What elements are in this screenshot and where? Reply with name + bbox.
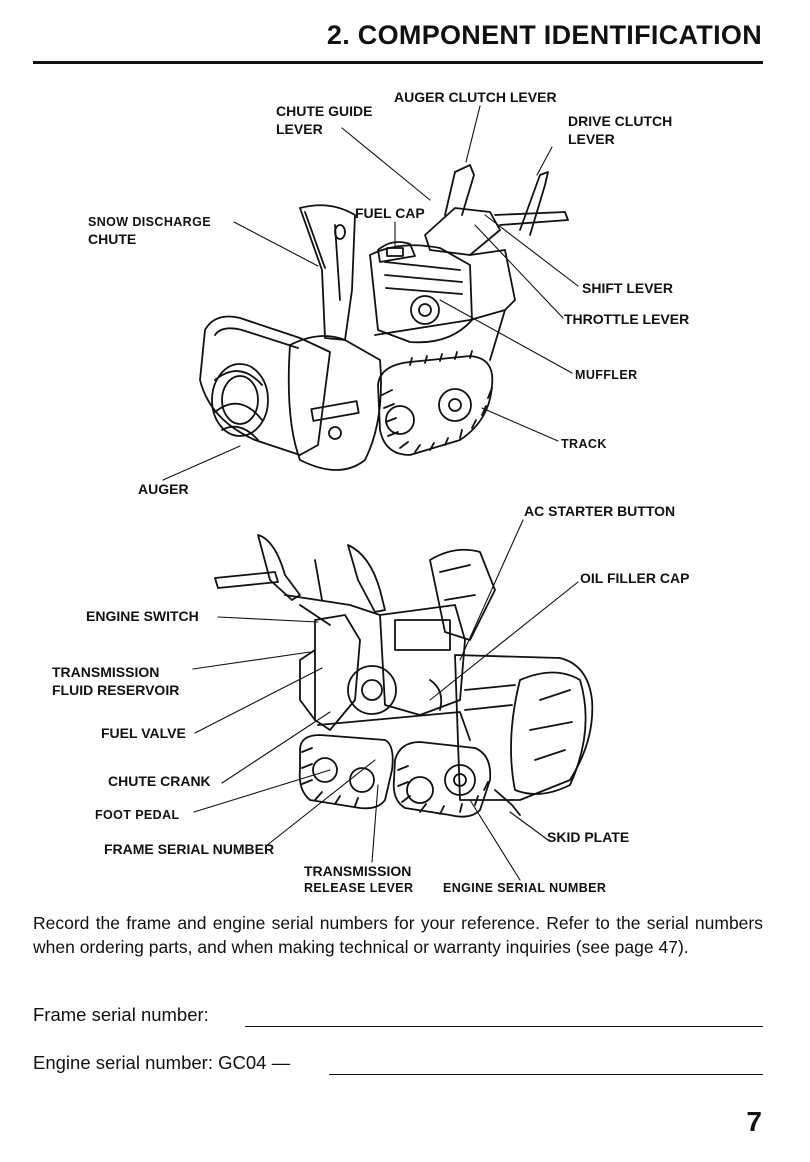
label-snow-discharge-chute-line1: SNOW DISCHARGE [88,215,211,229]
page-title: 2. COMPONENT IDENTIFICATION [326,20,762,50]
label-shift-lever: SHIFT LEVER [582,280,674,296]
label-fuel-valve: FUEL VALVE [101,725,186,741]
label-transmission-fluid-reservoir-line2: FLUID RESERVOIR [52,682,180,698]
label-engine-switch: ENGINE SWITCH [86,608,199,624]
label-transmission-release-lever-line1: TRANSMISSION [304,863,412,879]
label-snow-discharge-chute-line2: CHUTE [88,231,137,247]
label-ac-starter-button: AC STARTER BUTTON [524,503,676,519]
label-transmission-fluid-reservoir-line1: TRANSMISSION [52,664,160,680]
label-chute-crank: CHUTE CRANK [108,773,211,789]
label-chute-guide-lever-line1: CHUTE GUIDE [276,103,373,119]
title-rule [33,61,763,64]
engine-serial-label: Engine serial number: GC04 — [33,1052,291,1073]
snowblower-front-view-illustration [199,164,569,471]
label-fuel-cap: FUEL CAP [355,205,425,221]
label-drive-clutch-lever-line2: LEVER [568,131,615,147]
snowblower-rear-view-illustration [214,534,594,818]
label-throttle-lever: THROTTLE LEVER [564,311,690,327]
frame-serial-field: Frame serial number: [33,1004,763,1027]
label-muffler: MUFFLER [575,368,638,382]
frame-serial-blank-line[interactable] [245,1026,763,1027]
engine-serial-blank-line[interactable] [329,1074,763,1075]
label-frame-serial-number: FRAME SERIAL NUMBER [104,841,275,857]
label-engine-serial-number: ENGINE SERIAL NUMBER [443,881,607,895]
top-leader-lines [162,105,579,481]
label-track: TRACK [561,437,607,451]
bottom-leader-lines [192,519,579,881]
label-auger: AUGER [138,481,189,497]
label-chute-guide-lever-line2: LEVER [276,121,323,137]
label-drive-clutch-lever-line1: DRIVE CLUTCH [568,113,673,129]
engine-serial-field: Engine serial number: GC04 — [33,1052,763,1075]
page-number: 7 [746,1106,762,1137]
label-oil-filler-cap: OIL FILLER CAP [580,570,690,586]
label-transmission-release-lever-line2: RELEASE LEVER [304,881,414,895]
label-auger-clutch-lever: AUGER CLUTCH LEVER [394,89,557,105]
label-foot-pedal: FOOT PEDAL [95,808,180,822]
frame-serial-label: Frame serial number: [33,1004,209,1025]
label-skid-plate: SKID PLATE [547,829,630,845]
serial-number-instructions: Record the frame and engine serial numbe… [33,913,763,957]
